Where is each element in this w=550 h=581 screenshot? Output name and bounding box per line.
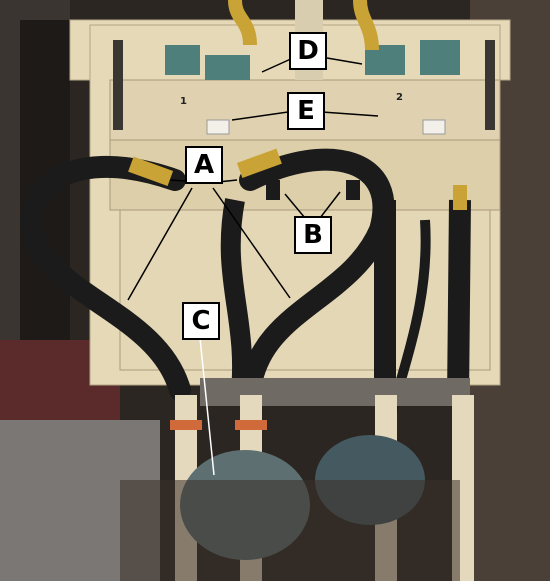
callout-b: B — [294, 216, 332, 254]
flange-1 — [170, 420, 202, 430]
callout-c: C — [182, 302, 220, 340]
valve-1 — [165, 45, 200, 75]
hose-center — [220, 198, 253, 402]
handle-b-right — [346, 180, 360, 200]
hose-left — [20, 155, 191, 401]
plate-number-1: 1 — [180, 96, 187, 107]
sticker-1 — [206, 119, 230, 135]
arrow-d-right — [326, 57, 363, 65]
arrow-b-right — [319, 191, 341, 219]
fitting-right — [453, 185, 467, 210]
top-pipe-right — [353, 0, 379, 51]
valve-4 — [420, 40, 460, 75]
plate-number-2: 2 — [396, 92, 403, 103]
top-pipe-left — [228, 0, 257, 46]
arrow-a-3 — [127, 187, 193, 301]
arrow-e-right — [321, 111, 379, 117]
hose-right-2 — [447, 199, 471, 401]
arrow-d-left — [261, 57, 294, 73]
arrow-c — [199, 337, 215, 476]
arrow-a-4 — [212, 187, 291, 299]
pump-base — [120, 480, 460, 581]
handle-b-left — [266, 180, 280, 200]
callout-d: D — [289, 32, 327, 70]
fitting-a-left — [128, 156, 174, 186]
fitting-a-right — [236, 148, 282, 178]
arrow-b-left — [284, 193, 306, 219]
flange-2 — [235, 420, 267, 430]
right-rail — [485, 40, 495, 130]
sticker-2 — [422, 119, 446, 135]
arrow-e-left — [231, 111, 289, 121]
callout-a: A — [185, 146, 223, 184]
callout-e: E — [287, 92, 325, 130]
valve-2 — [205, 55, 250, 80]
left-rail — [113, 40, 123, 130]
